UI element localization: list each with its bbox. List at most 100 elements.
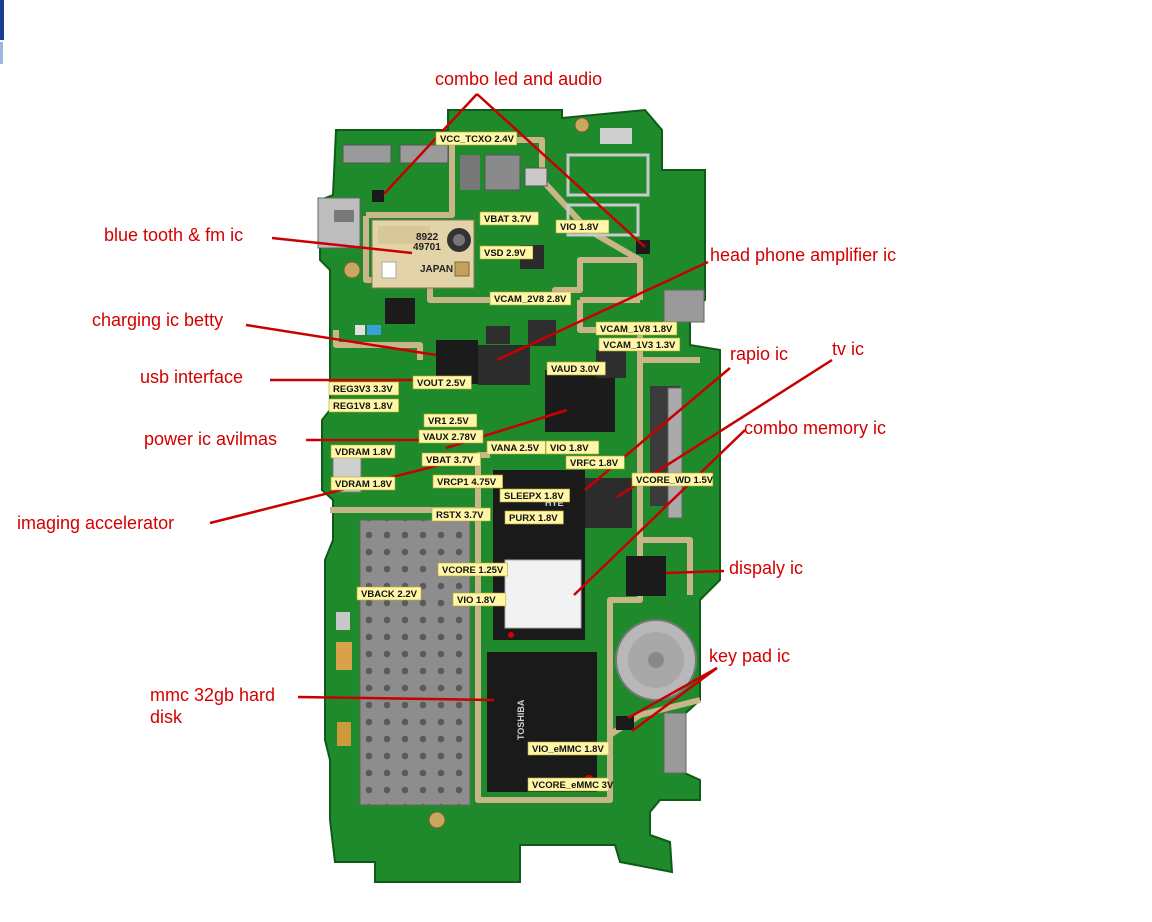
bluetooth-module: 8922 49701 JAPAN — [371, 219, 475, 289]
callout-power-ic-avilmas: power ic avilmas — [144, 429, 278, 449]
voltage-label: VBAT 3.7V — [421, 452, 481, 467]
voltage-labels: VCC_TCXO 2.4V VBAT 3.7V VIO 1.8V VSD 2.9V VC… — [328, 131, 714, 792]
voltage-label-text: VDRAM 1.8V — [335, 447, 393, 458]
voltage-label-text: VRCP1 4.75V — [437, 477, 497, 488]
voltage-label-text: VCORE 1.25V — [442, 565, 504, 576]
voltage-label-text: VCC_TCXO 2.4V — [440, 134, 515, 145]
voltage-label-box — [437, 562, 508, 577]
voltage-label: VAUD 3.0V — [546, 361, 606, 376]
top-connectors — [342, 128, 650, 237]
coin-battery — [615, 619, 697, 701]
voltage-label-box — [356, 586, 422, 601]
voltage-label: VIO 1.8V — [452, 592, 507, 607]
voltage-label-text: VIO_eMMC 1.8V — [532, 744, 604, 755]
voltage-label-text: VBACK 2.2V — [361, 589, 418, 600]
voltage-label-text: PURX 1.8V — [509, 513, 558, 524]
voltage-label: VRCP1 4.75V — [432, 474, 503, 489]
voltage-label-text: VCAM_1V8 1.8V — [600, 324, 673, 335]
voltage-label: REG1V8 1.8V — [328, 398, 399, 413]
voltage-label: RSTX 3.7V — [431, 507, 491, 522]
voltage-label: VCORE_eMMC 3V — [527, 777, 614, 792]
svg-text:HYE: HYE — [545, 498, 564, 508]
voltage-label-box — [328, 398, 399, 413]
voltage-label: VCC_TCXO 2.4V — [435, 131, 518, 146]
voltage-label: VBACK 2.2V — [356, 586, 422, 601]
voltage-label: VIO 1.8V — [545, 440, 600, 455]
voltage-label-box — [545, 440, 600, 455]
voltage-label-text: VAUD 3.0V — [551, 364, 600, 375]
callout-mmc-32gb-hard-disk: mmc 32gb hard disk — [150, 685, 276, 727]
voltage-label-text: VRFC 1.8V — [570, 458, 619, 469]
voltage-label-box — [328, 381, 399, 396]
callout-dispaly-ic: dispaly ic — [729, 558, 804, 578]
voltage-label-box — [631, 472, 714, 487]
voltage-label-box — [452, 592, 507, 607]
voltage-label-box — [423, 413, 478, 428]
voltage-label-box — [598, 337, 681, 352]
voltage-label-text: VBAT 3.7V — [484, 214, 532, 225]
voltage-label-box — [499, 488, 570, 503]
voltage-label: VDRAM 1.8V — [330, 444, 396, 459]
voltage-label: VCAM_2V8 2.8V — [489, 291, 572, 306]
callout-bluetooth-fm-ic: blue tooth & fm ic — [104, 225, 244, 245]
voltage-label-box — [595, 321, 678, 336]
voltage-label: VBAT 3.7V — [479, 211, 539, 226]
callout-rapio-ic: rapio ic — [730, 344, 789, 364]
voltage-label: PURX 1.8V — [504, 510, 564, 525]
voltage-label-text: VCAM_1V3 1.3V — [603, 340, 676, 351]
voltage-label-text: VCORE_WD 1.5V — [636, 475, 714, 486]
voltage-label-text: VAUX 2.78V — [423, 432, 477, 443]
callout-combo-memory-ic: combo memory ic — [744, 418, 887, 438]
voltage-label-text: VOUT 2.5V — [417, 378, 466, 389]
voltage-label-box — [565, 455, 625, 470]
voltage-label-text: RSTX 3.7V — [436, 510, 484, 521]
voltage-label: VIO_eMMC 1.8V — [527, 741, 610, 756]
voltage-label-box — [330, 476, 396, 491]
usb-port — [317, 197, 361, 249]
callout-usb-interface: usb interface — [140, 367, 244, 387]
voltage-label-box — [527, 741, 610, 756]
voltage-label-box — [330, 444, 396, 459]
voltage-label-text: VIO 1.8V — [560, 222, 599, 233]
voltage-label-box — [479, 211, 539, 226]
callout-key-pad-ic: key pad ic — [709, 646, 791, 666]
voltage-label-text: REG1V8 1.8V — [333, 401, 393, 412]
voltage-label: VANA 2.5V — [486, 440, 546, 455]
voltage-label-box — [432, 474, 503, 489]
voltage-label-box — [527, 777, 610, 792]
voltage-label: VDRAM 1.8V — [330, 476, 396, 491]
voltage-label: VOUT 2.5V — [412, 375, 472, 390]
voltage-label: VRFC 1.8V — [565, 455, 625, 470]
callout-charging-ic-betty: charging ic betty — [92, 310, 224, 330]
flash-chip-marking: TOSHIBA — [516, 699, 526, 740]
voltage-label: VAUX 2.78V — [418, 429, 484, 444]
bt-chip-marking-3: JAPAN — [420, 264, 453, 275]
voltage-label-box — [504, 510, 564, 525]
voltage-label: REG3V3 3.3V — [328, 381, 399, 396]
voltage-label-box — [421, 452, 481, 467]
voltage-label-box — [412, 375, 472, 390]
window-edge-marker-light — [0, 42, 3, 64]
voltage-label-box — [418, 429, 484, 444]
voltage-label-text: VANA 2.5V — [491, 443, 540, 454]
voltage-label: VCORE_WD 1.5V — [631, 472, 714, 487]
voltage-label-text: VSD 2.9V — [484, 248, 526, 259]
callout-imaging-accelerator: imaging accelerator — [17, 513, 175, 533]
voltage-label-text: VR1 2.5V — [428, 416, 469, 427]
voltage-label: VCORE 1.25V — [437, 562, 508, 577]
voltage-label: VIO 1.8V — [555, 219, 610, 234]
voltage-label-text: VBAT 3.7V — [426, 455, 474, 466]
voltage-label-box — [546, 361, 606, 376]
flash-chip: TOSHIBA — [487, 652, 597, 792]
voltage-label-box — [479, 245, 534, 260]
voltage-label-text: VIO 1.8V — [457, 595, 496, 606]
voltage-label-box — [555, 219, 610, 234]
voltage-label-text: VCAM_2V8 2.8V — [494, 294, 567, 305]
voltage-label-box — [489, 291, 572, 306]
voltage-label: VCAM_1V3 1.3V — [598, 337, 681, 352]
voltage-label: VR1 2.5V — [423, 413, 478, 428]
voltage-label-box — [486, 440, 546, 455]
voltage-label-text: VDRAM 1.8V — [335, 479, 393, 490]
